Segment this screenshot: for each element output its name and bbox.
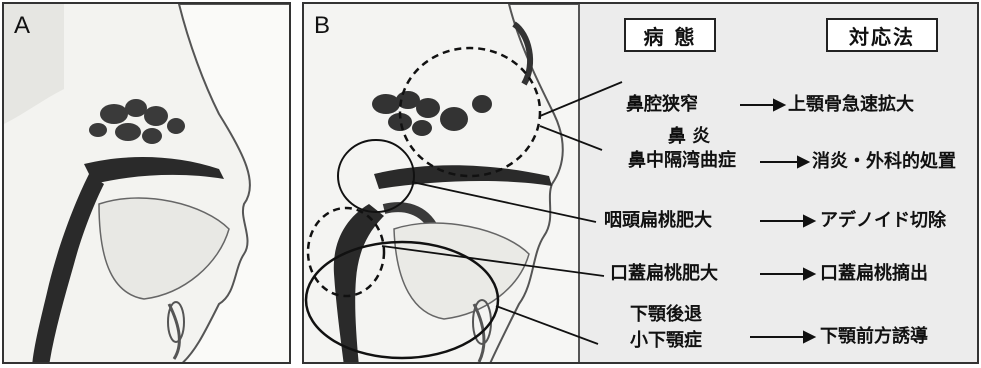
treatment-header: 対応法: [826, 18, 938, 52]
pathology-nasal-stenosis: 鼻腔狭窄: [626, 94, 698, 116]
pathology-mandibular-retrusion: 下顎後退: [630, 304, 702, 326]
treatment-rapid-maxillary-expansion: 上顎骨急速拡大: [788, 94, 914, 116]
treatment-mandibular-advancement: 下顎前方誘導: [820, 326, 928, 348]
pathology-rhinitis: 鼻 炎: [649, 126, 729, 148]
pathology-header: 病 態: [624, 18, 716, 52]
panel-a: A: [2, 2, 291, 364]
pathology-micrognathia: 小下顎症: [630, 330, 702, 352]
pathology-septal-deviation: 鼻中隔湾曲症: [628, 150, 736, 172]
treatment-anti-inflammatory-surgery: 消炎・外科的処置: [812, 151, 956, 173]
panel-b-letter: B: [314, 12, 330, 40]
panel-a-anatomy-illustration: [4, 4, 291, 364]
pathology-tonsil-hypertrophy: 口蓋扁桃肥大: [610, 263, 718, 285]
treatment-tonsillectomy: 口蓋扁桃摘出: [820, 263, 928, 285]
panel-b: B 病 態 対応法 鼻腔狭窄 上顎骨急速拡大 鼻 炎 鼻中隔湾曲症 消炎・外科的…: [302, 2, 979, 364]
pathology-adenoid-hypertrophy: 咽頭扁桃肥大: [604, 210, 712, 232]
treatment-adenoidectomy: アデノイド切除: [820, 210, 946, 232]
panel-a-letter: A: [14, 12, 30, 40]
